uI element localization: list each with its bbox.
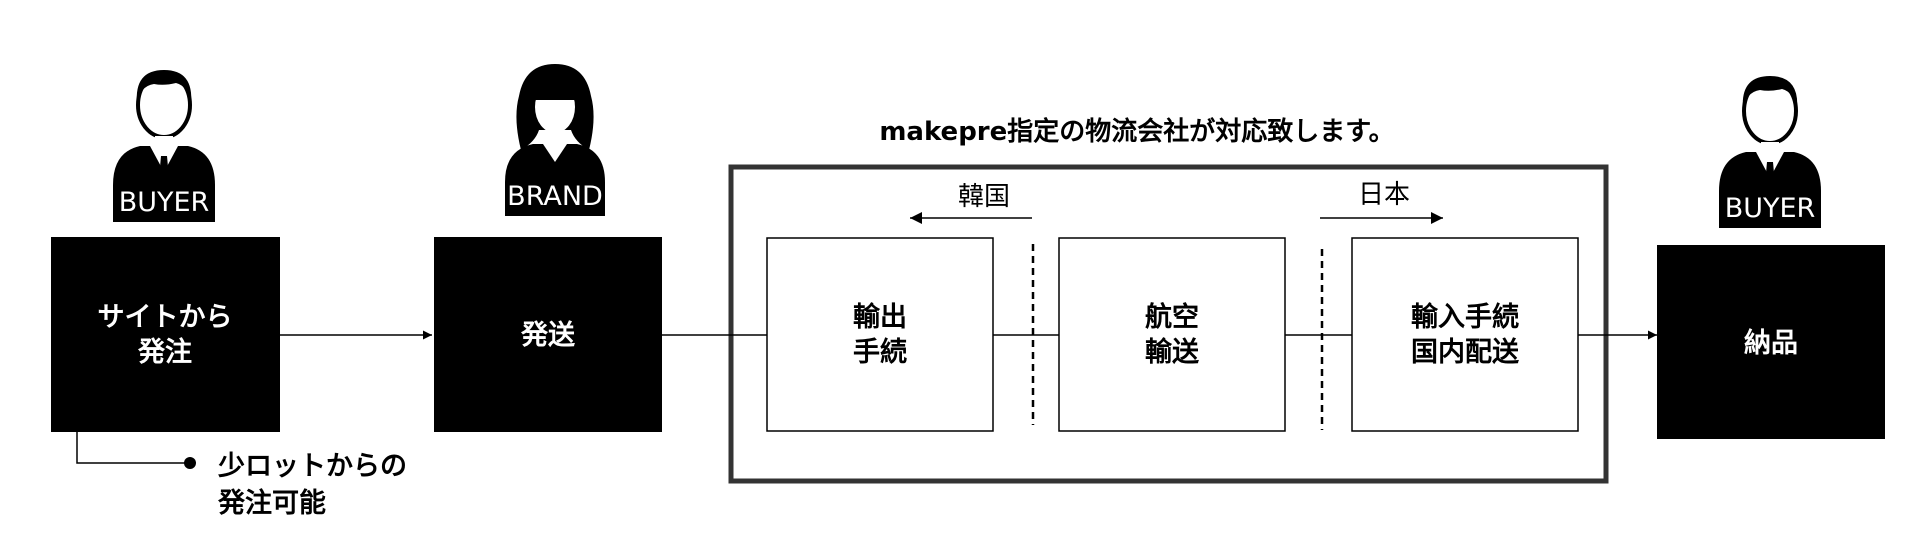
step-export-line-2: 手続 (853, 337, 907, 368)
buyer-person-icon (113, 70, 215, 222)
note-bullet-icon (184, 457, 196, 469)
logistics-frame (728, 164, 1609, 484)
step-air-line-1: 航空 (1145, 301, 1199, 333)
note-line-1: 少ロットからの (218, 451, 407, 482)
step-air-box (1058, 237, 1286, 432)
step-delivery-line-1: 納品 (1744, 327, 1798, 359)
step-delivery-box (1657, 245, 1885, 439)
step-import-line-1: 輸入手続 (1411, 301, 1519, 333)
step-order-line-1: サイトから (98, 302, 233, 333)
buyer-left-label: BUYER (119, 187, 210, 218)
note-connector (76, 432, 188, 464)
step-ship-line-1: 発送 (520, 320, 575, 351)
heading-title: makepre指定の物流会社が対応致します。 (879, 116, 1394, 147)
note-line-2: 発注可能 (217, 487, 326, 519)
step-import-box (1351, 237, 1579, 432)
step-export-box (766, 237, 994, 432)
brand-person-icon (505, 64, 605, 216)
buyer-right-person-icon (1719, 76, 1821, 228)
step-order-box (51, 237, 280, 432)
brand-label: BRAND (507, 181, 603, 212)
region-japan-label: 日本 (1358, 180, 1410, 210)
step-export-line-1: 輸出 (853, 301, 907, 333)
region-korea-label: 韓国 (958, 182, 1010, 212)
step-order-line-2: 発注 (137, 336, 192, 368)
step-import-line-2: 国内配送 (1411, 337, 1519, 368)
buyer-right-label: BUYER (1725, 193, 1816, 224)
step-ship-box (434, 237, 662, 432)
step-air-line-2: 輸送 (1145, 336, 1199, 368)
